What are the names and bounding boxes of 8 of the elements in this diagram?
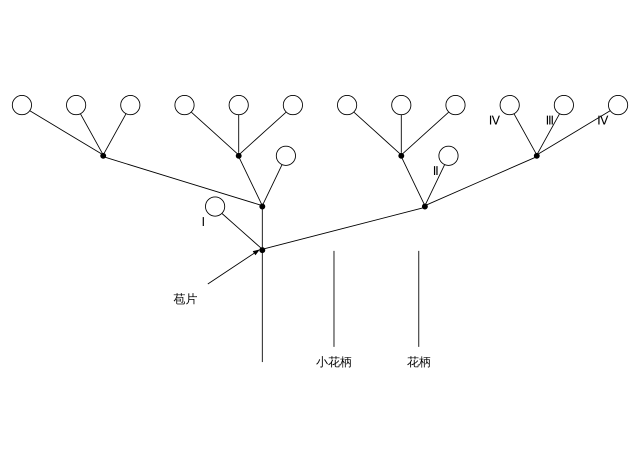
node-label: Ⅱ xyxy=(432,164,439,178)
node-label: Ⅳ xyxy=(488,114,500,128)
node-text: 苞片 xyxy=(173,292,198,306)
node-label: Ⅲ xyxy=(546,114,554,128)
node-label: Ⅳ xyxy=(597,114,608,128)
node-text: 小花柄 xyxy=(316,355,352,370)
node-label: Ⅰ xyxy=(202,214,206,229)
node-text: 花柄 xyxy=(406,355,431,370)
